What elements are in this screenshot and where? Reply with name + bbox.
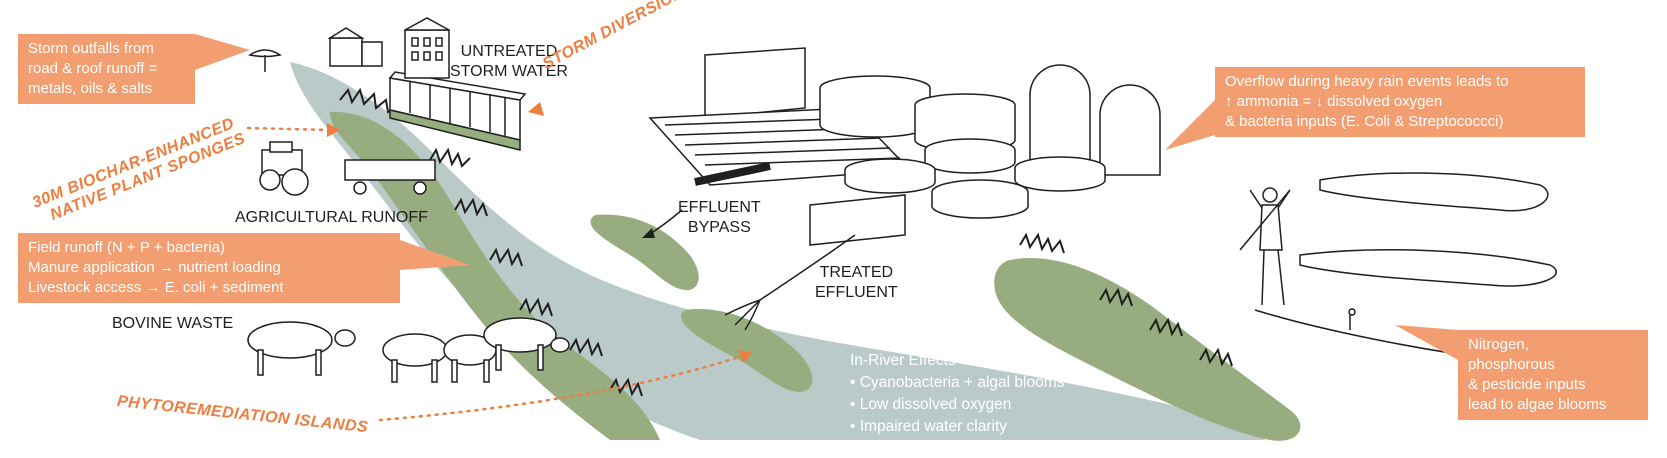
in-river-effect-item: • Impaired water clarity — [850, 418, 1008, 435]
label-treated-effluent: TREATED EFFLUENT — [815, 264, 898, 301]
label-agricultural-runoff: AGRICULTURAL RUNOFF — [235, 209, 428, 226]
callout-overflow: Overflow during heavy rain events leads … — [1215, 67, 1585, 137]
in-river-effect-item: • Low dissolved oxygen — [850, 396, 1012, 413]
callout-field-runoff: Field runoff (N + P + bacteria) Manure a… — [18, 233, 400, 303]
in-river-effect-item: • Cyanobacteria + algal blooms — [850, 374, 1065, 391]
label-untreated-storm-water: UNTREATED STORM WATER — [450, 43, 568, 80]
in-river-effects-title: In-River Effects — [850, 352, 956, 369]
buildings — [248, 17, 450, 79]
callout-tail-overflow — [1165, 100, 1215, 150]
label-effluent-bypass: EFFLUENT BYPASS — [678, 199, 761, 236]
arrowheads — [327, 102, 752, 363]
vegetation-golf — [994, 258, 1301, 441]
bypass-arrow — [647, 209, 683, 236]
callout-nitrogen: Nitrogen, phosphorous & pesticide inputs… — [1458, 330, 1648, 420]
phyto-island-1 — [590, 214, 699, 291]
treated-outflow — [759, 234, 856, 301]
vegetation-sponge-left — [330, 111, 660, 440]
callout-tail-storm — [195, 34, 250, 70]
callout-storm-outfalls: Storm outfalls from road & roof runoff =… — [18, 34, 195, 104]
tractor-icon — [259, 141, 436, 196]
dotted-arrows — [246, 126, 747, 422]
storm-diversion-structure — [388, 71, 527, 151]
treatment-plant — [648, 47, 1161, 246]
golfer-icon — [1239, 187, 1291, 306]
in-river-effects: In-River Effects • Cyanobacteria + algal… — [850, 350, 1064, 438]
cows — [247, 317, 570, 383]
callout-tail-nitrogen — [1395, 325, 1458, 360]
callout-tail-field — [400, 240, 470, 270]
phyto-island-2 — [681, 309, 813, 392]
label-bovine-waste: BOVINE WASTE — [112, 315, 234, 332]
